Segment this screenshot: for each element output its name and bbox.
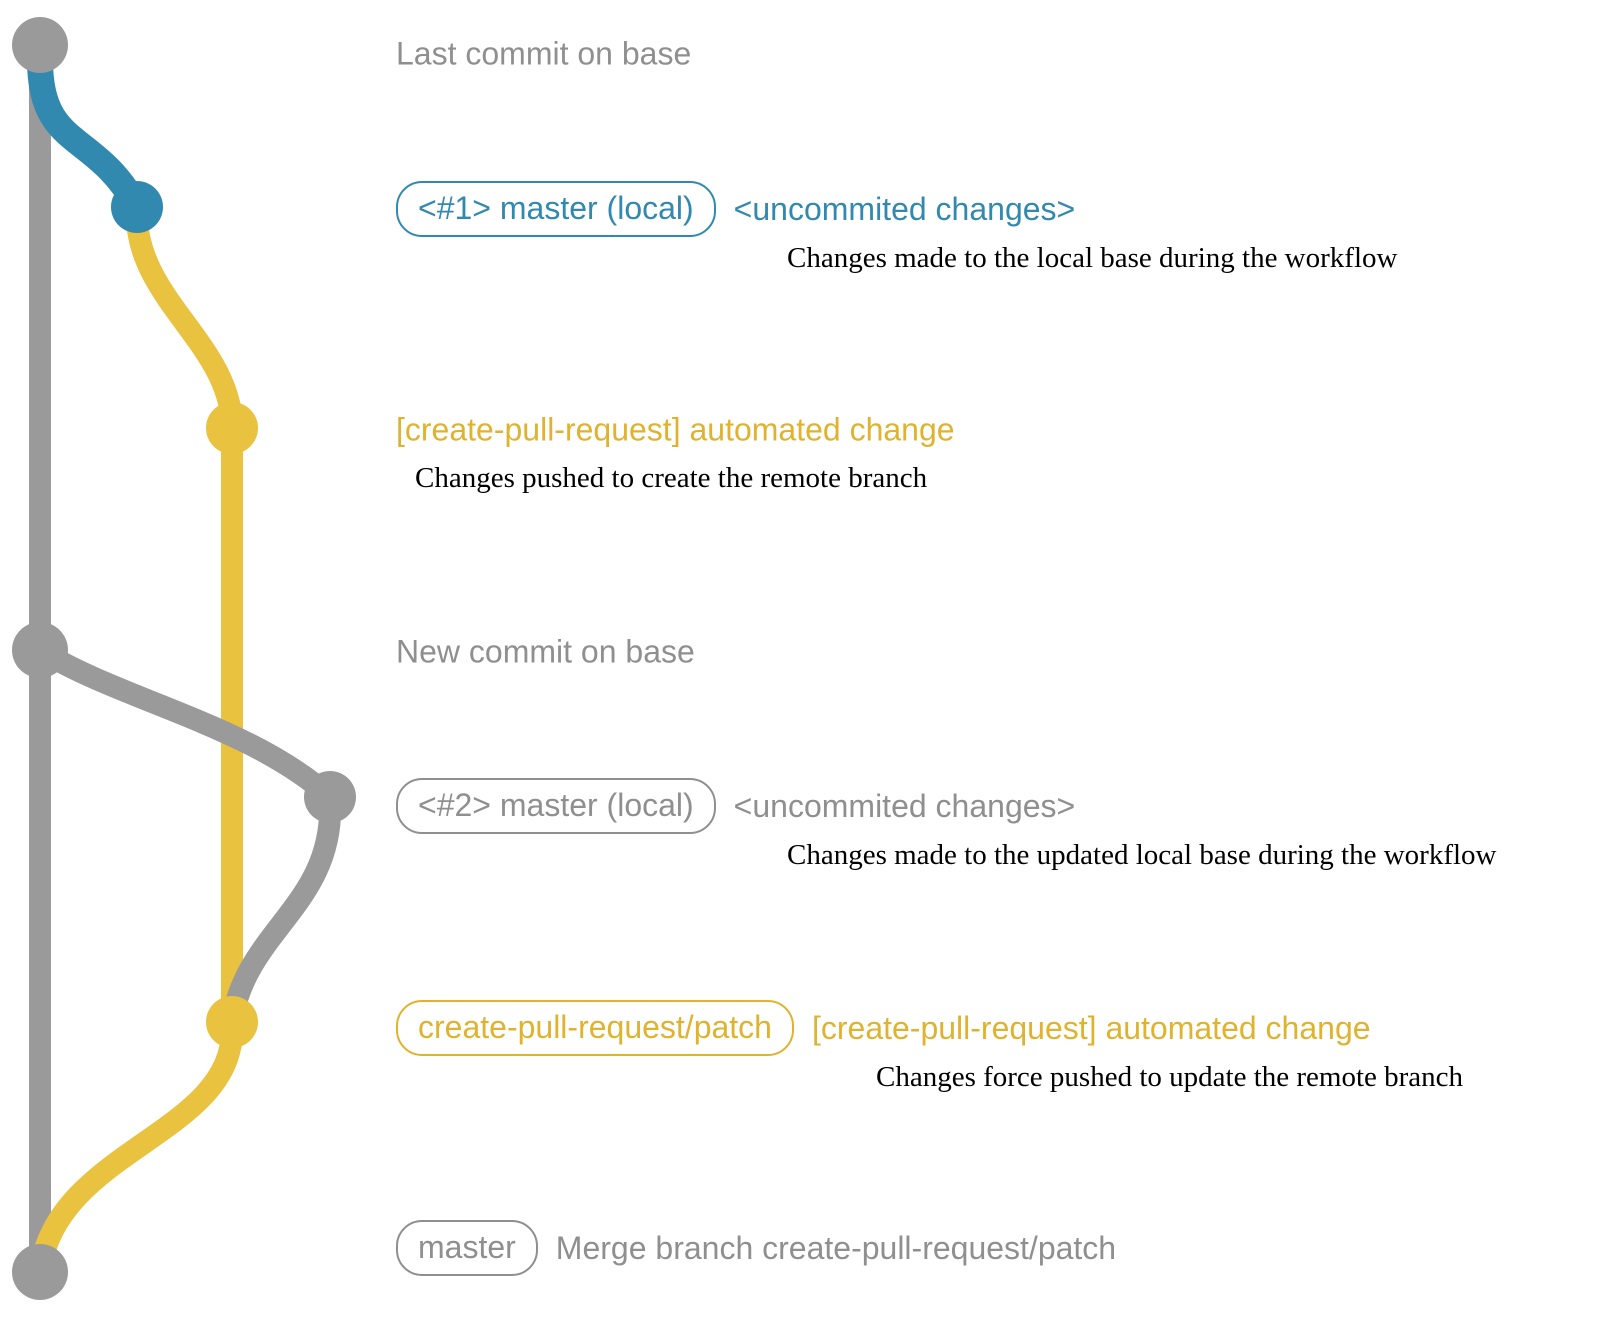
ref-chip-label: create-pull-request/patch (418, 1009, 772, 1045)
commit-subject-patch-2: [create-pull-request] automated change (811, 1010, 1371, 1046)
edge-local1-to-patch1 (126, 204, 243, 439)
row-patch-2: create-pull-request/patch [create-pull-r… (396, 1000, 1371, 1056)
ref-chip-create-pull-request-patch[interactable]: create-pull-request/patch (396, 1000, 794, 1056)
row-last-commit-on-base: Last commit on base (396, 36, 691, 71)
commit-node-base-merge[interactable] (12, 1244, 68, 1300)
commit-node-patch-1[interactable] (206, 402, 258, 454)
row-local-2: <#2> master (local) <uncommited changes> (396, 778, 1075, 834)
ref-chip-master-local-2[interactable]: <#2> master (local) (396, 778, 716, 834)
edge-basenew-to-local2 (29, 639, 341, 808)
row-merge: master Merge branch create-pull-request/… (396, 1220, 1116, 1276)
commit-subject-last-commit-on-base: Last commit on base (396, 35, 692, 72)
row-local-1: <#1> master (local) <uncommited changes> (396, 181, 1075, 237)
commit-subject-local-2: <uncommited changes> (733, 788, 1076, 824)
commit-node-local-1[interactable] (111, 181, 163, 233)
edge-patch2-to-merge (29, 1019, 243, 1283)
commit-subject-new-commit-on-base: New commit on base (396, 633, 695, 670)
row-patch-1: [create-pull-request] automated change (396, 412, 955, 447)
description-patch-2: Changes force pushed to update the remot… (876, 1061, 1464, 1093)
row-new-commit-on-base: New commit on base (396, 634, 695, 669)
edge-base-to-local1 (27, 47, 150, 220)
ref-chip-label: master (418, 1229, 516, 1265)
ref-chip-label: <#2> master (local) (418, 787, 694, 823)
commit-node-patch-2[interactable] (206, 996, 258, 1048)
description-patch-1: Changes pushed to create the remote bran… (415, 462, 928, 494)
description-local-1: Changes made to the local base during th… (787, 242, 1398, 274)
ref-chip-master-local-1[interactable]: <#1> master (local) (396, 181, 716, 237)
description-local-2: Changes made to the updated local base d… (787, 839, 1497, 871)
commit-node-base-last[interactable] (12, 17, 68, 73)
edge-local2-to-patch2 (221, 789, 342, 1033)
ref-chip-master[interactable]: master (396, 1220, 538, 1276)
commit-subject-local-1: <uncommited changes> (733, 191, 1076, 227)
commit-node-local-2[interactable] (304, 771, 356, 823)
commit-node-base-new[interactable] (12, 622, 68, 678)
commit-subject-patch-1: [create-pull-request] automated change (396, 411, 955, 448)
ref-chip-label: <#1> master (local) (418, 190, 694, 226)
commit-subject-merge: Merge branch create-pull-request/patch (555, 1230, 1117, 1266)
